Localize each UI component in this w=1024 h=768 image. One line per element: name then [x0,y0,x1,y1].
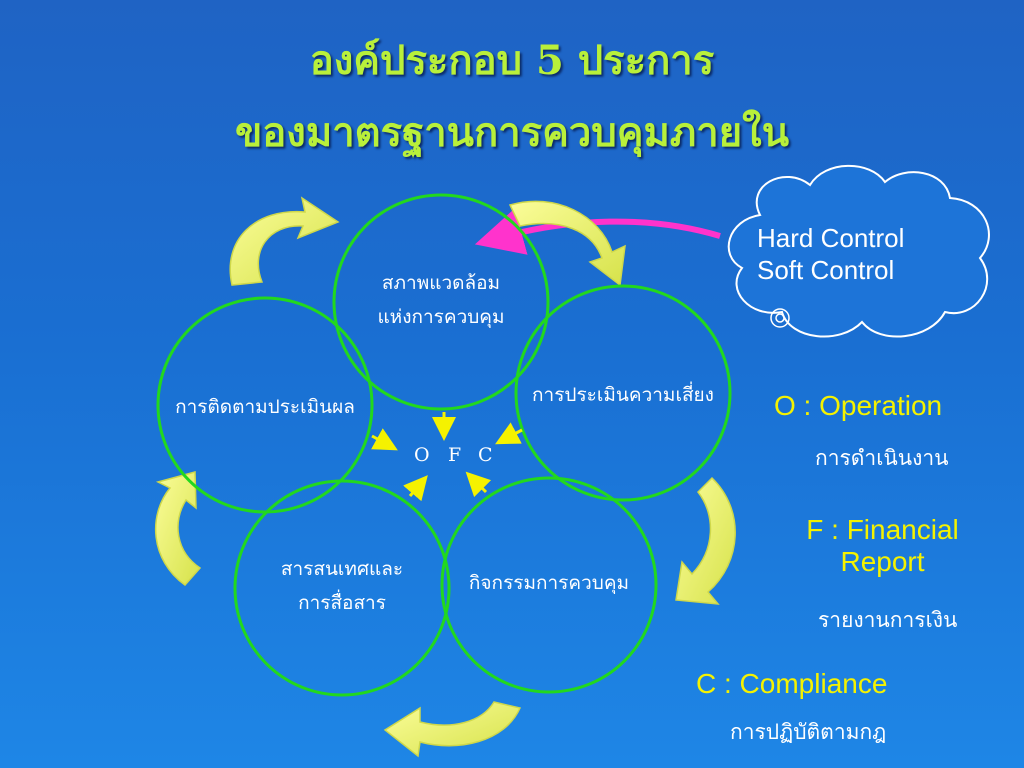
legend-operation-thai: การดำเนินงาน [815,446,949,470]
center-arrows [371,412,523,502]
legend-financial-line1: F : Financial [806,514,959,545]
cloud-line-soft-control: Soft Control [757,255,895,285]
circle-control-activities [440,476,658,694]
title-line-2: ของมาตรฐานการควบคุมภายใน [234,109,790,156]
title-line-1: องค์ประกอบ 5 ประการ [309,37,715,84]
center-c: C [478,444,495,466]
cloud-shape [727,164,990,338]
arrow-from-right [495,422,523,445]
curved-arrow-right [675,476,736,605]
label-information-communication: สารสนเทศและ การสื่อสาร [242,552,442,620]
curved-arrow-bottom [383,701,522,758]
label-risk-assessment: การประเมินความเสี่ยง [532,384,714,406]
legend-compliance: C : Compliance [696,668,888,699]
curved-arrow-top-left [229,196,340,286]
component-circles [156,193,732,697]
label-control-environment-line1: สภาพแวดล้อม [381,272,501,294]
circle-control-environment [332,193,550,411]
label-information-line1: สารสนเทศและ [280,558,404,580]
center-f: F [448,444,464,466]
legend-financial: F : Financial Report [780,514,985,578]
cloud-to-environment-arrow [474,208,721,255]
legend-compliance-thai: การปฏิบัติตามกฎ [730,720,887,744]
label-control-environment-line2: แห่งการควบคุม [377,306,505,328]
cloud-bubble-large [770,308,790,328]
label-information-line2: การสื่อสาร [298,592,386,614]
legend-financial-line2: Report [840,546,925,577]
label-monitoring: การติดตามประเมินผล [175,396,355,418]
legend-financial-thai: รายงานการเงิน [818,608,958,632]
label-control-environment: สภาพแวดล้อม แห่งการควบคุม [341,266,541,334]
arrow-from-left [371,428,398,451]
curved-arrow-left [154,471,202,587]
circle-risk-assessment [514,284,732,502]
legend-operation: O : Operation [774,390,943,421]
label-control-activities: กิจกรรมการควบคุม [468,572,630,594]
cloud-text: Hard Control Soft Control [757,222,904,286]
circle-monitoring [156,296,374,514]
cloud-bubble-small [775,313,785,323]
center-o: O [414,444,432,466]
arrow-from-bottom-right [465,471,492,498]
arrow-from-bottom-left [403,475,428,502]
cloud-line-hard-control: Hard Control [757,223,905,253]
